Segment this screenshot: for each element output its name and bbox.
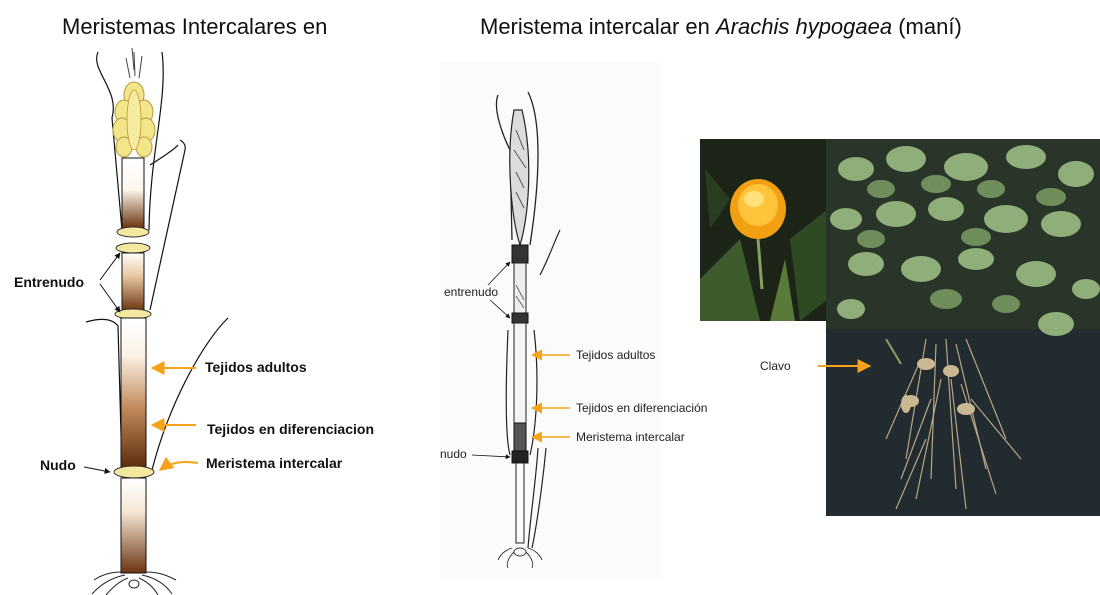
lower-sheath-left xyxy=(85,318,123,471)
label-meristema-intercalar: Meristema intercalar xyxy=(206,455,343,471)
label-tejidos-diferenciacion-small: Tejidos en diferenciación xyxy=(576,401,707,415)
stem-node xyxy=(115,242,151,254)
right-title-prefix: Meristema intercalar en xyxy=(480,14,716,39)
right-figure-title: Meristema intercalar en Arachis hypogaea… xyxy=(480,14,962,40)
peg-roots xyxy=(497,547,543,569)
label-tejidos-diferenciacion: Tejidos en diferenciacion xyxy=(207,421,374,437)
flag-leaf-right-outline xyxy=(148,51,164,231)
label-entrenudo-small: entrenudo xyxy=(444,285,498,299)
stem-segment-base xyxy=(120,477,147,574)
peanut-plant-photo xyxy=(826,139,1100,516)
label-nudo: Nudo xyxy=(40,457,76,473)
peanut-peg-drawing: entrenudo nudo Tejidos adultos Tejidos e… xyxy=(440,62,707,580)
meristem-node xyxy=(113,465,155,479)
upper-leaf-blade xyxy=(149,139,186,311)
wheat-stem-diagram: Entrenudo Nudo Tejidos adultos Tejidos e… xyxy=(14,47,374,595)
wheat-spike xyxy=(112,47,156,158)
stem-node xyxy=(116,226,150,238)
lower-leaf-blade xyxy=(151,317,229,471)
peanut-flower-photo xyxy=(700,139,828,321)
stem-segment-main xyxy=(120,317,147,469)
left-figure-title: Meristemas Intercalares en xyxy=(62,14,328,39)
stem-segment-internode xyxy=(121,252,145,312)
flag-leaf-left-outline xyxy=(96,51,123,231)
label-tejidos-adultos-small: Tejidos adultos xyxy=(576,348,655,362)
label-entrenudo: Entrenudo xyxy=(14,274,84,290)
right-title-suffix: (maní) xyxy=(892,14,962,39)
stem-segment-upper xyxy=(121,157,145,229)
roots xyxy=(91,571,177,595)
right-title-species: Arachis hypogaea xyxy=(715,14,893,39)
label-tejidos-adultos: Tejidos adultos xyxy=(205,359,307,375)
label-meristema-intercalar-small: Meristema intercalar xyxy=(576,430,685,444)
label-nudo-small: nudo xyxy=(440,447,467,461)
